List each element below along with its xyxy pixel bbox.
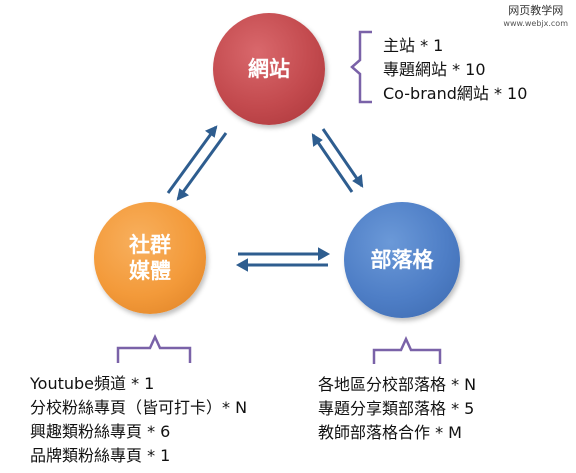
arrow-social-to-website: [166, 125, 218, 194]
blog-list-brace: [372, 335, 442, 364]
social-media-node-label-line-2: 媒體: [129, 259, 171, 283]
site-list-brace: [350, 30, 372, 104]
blog-node-label: 部落格: [370, 248, 434, 272]
social-list-item: 興趣類粉絲專頁 * 6: [30, 422, 171, 441]
watermark-url: www.webjx.com: [503, 19, 568, 28]
site-list: 主站 * 1 專題網站 * 10 Co-brand網站 * 10: [383, 34, 527, 106]
watermark: 网页教学网 www.webjx.com: [503, 4, 568, 30]
arrow-blog-to-social: [235, 258, 328, 272]
watermark-title: 网页教学网: [508, 4, 564, 17]
social-list-brace: [116, 333, 192, 363]
blog-list-item: 教師部落格合作 * M: [318, 423, 462, 442]
social-list-item: 分校粉絲專頁（皆可打卡）* N: [30, 398, 248, 417]
blog-list-item: 專題分享類部落格 * 5: [318, 399, 475, 418]
arrow-website-to-blog: [321, 128, 364, 188]
website-node: 網站: [213, 13, 325, 125]
social-media-node-label-line-1: 社群: [129, 233, 171, 257]
social-list-item: 品牌類粉絲專頁 * 1: [30, 446, 171, 465]
arrow-website-to-social: [176, 132, 228, 201]
social-list: Youtube頻道 * 1 分校粉絲專頁（皆可打卡）* N 興趣類粉絲專頁 * …: [30, 372, 247, 468]
site-list-item: Co-brand網站 * 10: [383, 84, 528, 103]
site-list-item: 專題網站 * 10: [383, 60, 486, 79]
arrow-social-to-blog: [238, 247, 331, 261]
site-list-item: 主站 * 1: [383, 36, 444, 55]
website-node-label: 網站: [248, 57, 290, 81]
social-media-node: 社群 媒體: [94, 202, 206, 314]
blog-node: 部落格: [344, 202, 460, 318]
blog-list-item: 各地區分校部落格 * N: [318, 375, 477, 394]
arrow-blog-to-website: [311, 133, 354, 193]
blog-list: 各地區分校部落格 * N 專題分享類部落格 * 5 教師部落格合作 * M: [318, 373, 476, 445]
social-list-item: Youtube頻道 * 1: [30, 374, 155, 393]
